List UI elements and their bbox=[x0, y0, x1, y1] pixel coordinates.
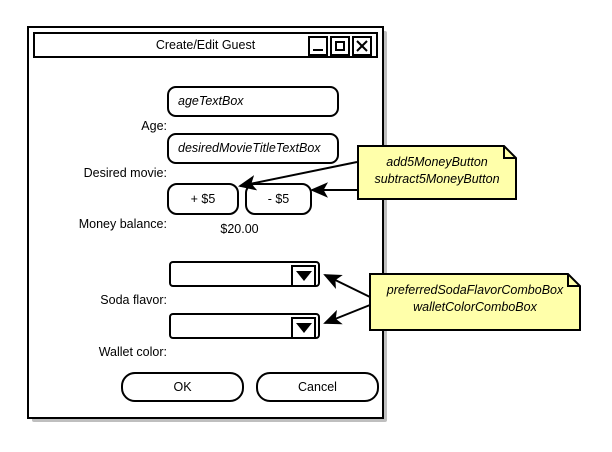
wallet-color-label: Wallet color: bbox=[98, 345, 167, 359]
annotation-note-comboboxes: preferredSodaFlavorComboBox walletColorC… bbox=[369, 273, 581, 331]
preferred-soda-flavor-combobox[interactable] bbox=[169, 261, 320, 287]
close-button[interactable] bbox=[352, 36, 372, 56]
minimize-button[interactable] bbox=[308, 36, 328, 56]
note-money-line-1: add5MoneyButton bbox=[386, 155, 488, 169]
add-5-money-button[interactable]: + $5 bbox=[167, 183, 239, 215]
wallet-color-dropdown-button[interactable] bbox=[291, 317, 316, 339]
create-edit-guest-window: Create/Edit Guest Age: ageTextBox Desire… bbox=[27, 26, 384, 419]
desired-movie-label: Desired movie: bbox=[83, 166, 167, 180]
maximize-button[interactable] bbox=[330, 36, 350, 56]
wallet-color-combobox[interactable] bbox=[169, 313, 320, 339]
soda-flavor-dropdown-button[interactable] bbox=[291, 265, 316, 287]
chevron-down-icon bbox=[295, 323, 312, 333]
age-label: Age: bbox=[141, 119, 167, 133]
cancel-button[interactable]: Cancel bbox=[256, 372, 379, 402]
window-title-bar[interactable]: Create/Edit Guest bbox=[33, 32, 378, 58]
note-combos-line-2: walletColorComboBox bbox=[413, 300, 537, 314]
maximize-icon bbox=[335, 41, 345, 51]
note-shape bbox=[357, 145, 517, 200]
money-balance-value: $20.00 bbox=[220, 222, 259, 236]
money-balance-label: Money balance: bbox=[78, 217, 167, 231]
chevron-down-icon bbox=[295, 271, 312, 281]
note-combos-line-1: preferredSodaFlavorComboBox bbox=[386, 283, 564, 297]
annotation-note-money-buttons: add5MoneyButton subtract5MoneyButton bbox=[357, 145, 517, 200]
minimize-icon bbox=[313, 49, 323, 51]
desired-movie-textbox[interactable]: desiredMovieTitleTextBox bbox=[167, 133, 339, 164]
subtract-5-money-button[interactable]: - $5 bbox=[245, 183, 312, 215]
close-icon bbox=[356, 40, 368, 52]
window-title: Create/Edit Guest bbox=[155, 38, 256, 52]
soda-flavor-label: Soda flavor: bbox=[100, 293, 167, 307]
ok-button[interactable]: OK bbox=[121, 372, 244, 402]
note-money-line-2: subtract5MoneyButton bbox=[374, 172, 500, 186]
age-textbox[interactable]: ageTextBox bbox=[167, 86, 339, 117]
